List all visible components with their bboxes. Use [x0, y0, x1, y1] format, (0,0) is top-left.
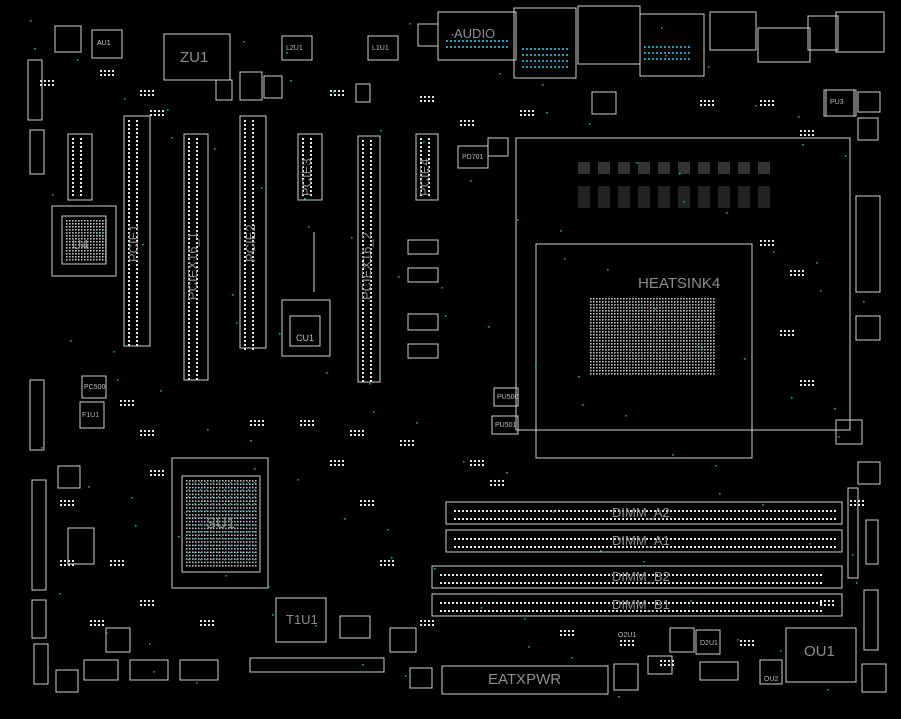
- pu3-label: PU3: [830, 99, 844, 106]
- pu500-label: PU500: [497, 394, 519, 401]
- pu501-label: PU501: [495, 422, 517, 429]
- zu1-label: ZU1: [180, 49, 209, 66]
- pd701-label: PD701: [462, 154, 484, 161]
- l1u1-label: L1U1: [372, 45, 389, 52]
- pcie1-label: PCIE1: [126, 224, 141, 262]
- pciex16-1-label: PCIEX16_1: [185, 232, 200, 300]
- dimm-b2-label: DIMM_B2: [612, 569, 670, 584]
- t1u1-label: T1U1: [286, 612, 318, 627]
- board-outline: [27, 5, 887, 695]
- heatsink-label: HEATSINK4: [638, 275, 721, 292]
- u4-label: U4: [72, 237, 89, 252]
- dimm-b1-label: DIMM_B1: [612, 597, 670, 612]
- pcie3-label: PCIE3: [299, 158, 314, 196]
- pciex16-2-label: PCIEX16_2: [359, 232, 374, 300]
- audio-label: AUDIO: [454, 26, 496, 41]
- ou1-label: OU1: [804, 643, 835, 660]
- eatxpwr-label: EATXPWR: [488, 671, 562, 688]
- component-pins: [40, 70, 864, 666]
- cu1-label: CU1: [296, 333, 315, 343]
- o2u1-label: O2U1: [618, 632, 637, 639]
- su1-label: SU1: [206, 515, 236, 532]
- au1-label: AU1: [97, 40, 111, 47]
- dimm-a2-label: DIMM_A2: [612, 505, 670, 520]
- pc500-label: PC500: [84, 384, 106, 391]
- ou2-label: OU2: [764, 676, 779, 683]
- l2u1-label: L2U1: [286, 45, 303, 52]
- vias: [30, 20, 865, 698]
- dimm-a1-label: DIMM_A1: [612, 533, 670, 548]
- f1u1-label: F1U1: [82, 412, 100, 419]
- pcie2-label: PCIE2: [243, 224, 258, 262]
- d2u1-label: D2U1: [700, 640, 718, 647]
- pcie4-label: PCIE4: [417, 158, 432, 196]
